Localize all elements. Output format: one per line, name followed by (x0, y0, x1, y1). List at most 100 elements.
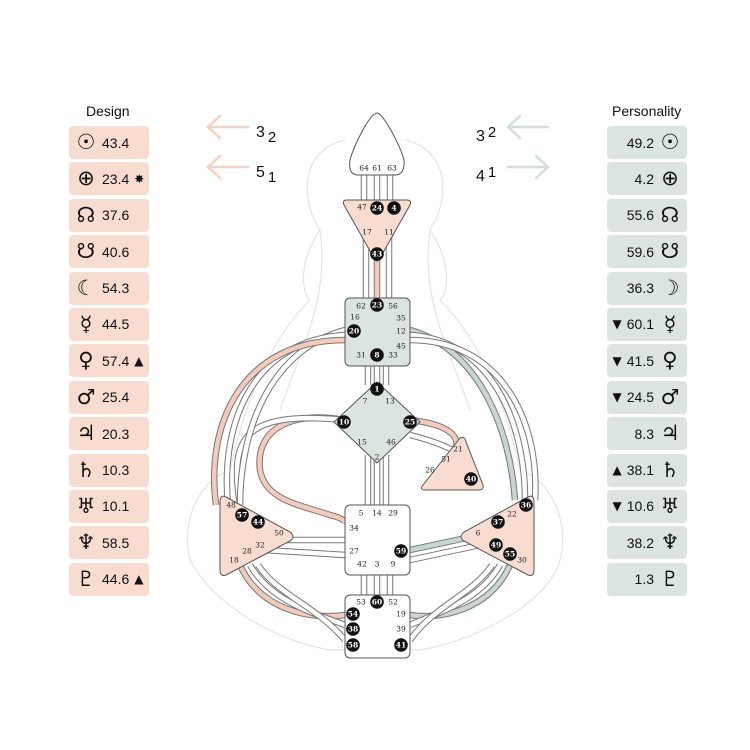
gate-label: 31 (356, 351, 366, 360)
gate-57: 57 (235, 508, 249, 522)
gate-label: 49 (491, 541, 501, 550)
throat-center (344, 297, 411, 367)
saturn-icon: ♄ (660, 457, 680, 482)
active-gate-marker (235, 508, 249, 522)
personality-value: 59.6 (626, 243, 654, 260)
gate-19: 19 (396, 610, 406, 619)
gate-label: 51 (441, 455, 451, 464)
personality-value: 49.2 (626, 134, 654, 151)
personality-value: 36.3 (626, 280, 654, 297)
head-center (349, 112, 405, 176)
gate-36: 36 (519, 498, 533, 512)
gate-label: 25 (405, 418, 415, 427)
gate-label: 34 (349, 524, 359, 533)
channel (409, 542, 481, 563)
design-row: ♇44.6▲ (69, 562, 149, 596)
gate-35: 35 (396, 314, 406, 323)
active-gate-marker (251, 515, 265, 529)
personality-row: 59.6 ☋ (607, 235, 687, 269)
gate-label: 20 (349, 327, 359, 336)
active-gate-marker (394, 638, 408, 652)
gate-51: 51 (441, 455, 451, 464)
gate-label: 50 (274, 529, 284, 538)
design-row: ☊37.6 (69, 198, 149, 232)
gate-8: 8 (370, 348, 384, 362)
design-value: 20.3 (102, 425, 130, 442)
personality-row: ▼60.1☿ (607, 307, 687, 341)
gate-label: 6 (476, 529, 481, 538)
personality-title: Personality (612, 103, 682, 119)
gate-43: 43 (370, 247, 384, 261)
gate-label: 28 (242, 547, 252, 556)
mars-icon: ♂ (660, 384, 680, 409)
gate-64: 64 (359, 164, 369, 173)
gate-label: 14 (372, 509, 382, 518)
gate-39: 39 (396, 625, 406, 634)
gate-label: 57 (237, 511, 247, 520)
mercury-icon: ☿ (663, 311, 677, 336)
neptune-icon: ♆ (660, 530, 680, 555)
design-status-mark: ▲ (134, 353, 144, 368)
gate-40: 40 (464, 472, 478, 486)
gate-55: 55 (503, 547, 517, 561)
south-node-icon: ☋ (76, 239, 96, 264)
gate-34: 34 (349, 524, 359, 533)
active-gate-marker (489, 538, 503, 552)
gate-label: 56 (388, 302, 398, 311)
channel (237, 564, 346, 619)
pluto-icon: ♇ (76, 566, 96, 591)
gate-label: 21 (453, 445, 463, 454)
gate-label: 43 (372, 250, 382, 259)
gate-56: 56 (388, 302, 398, 311)
gate-label: 53 (356, 598, 366, 607)
gate-label: 62 (356, 302, 366, 311)
design-bottom-arrow-icon (206, 154, 250, 180)
gate-label: 7 (363, 397, 368, 406)
active-gate-marker (370, 201, 384, 215)
gate-label: 5 (359, 509, 364, 518)
gate-59: 59 (394, 544, 408, 558)
personality-row: 55.6☊ (607, 198, 687, 232)
gate-label: 30 (517, 556, 527, 565)
gate-label: 61 (372, 164, 382, 173)
gate-13: 13 (385, 397, 395, 406)
gate-54: 54 (346, 607, 360, 621)
gate-label: 40 (466, 475, 476, 484)
south-node-icon: ☋ (660, 239, 680, 264)
personality-row: ▼24.5♂ (607, 380, 687, 414)
personality-top-arrow-icon (506, 114, 550, 140)
gate-label: 41 (396, 641, 406, 650)
gate-label: 39 (396, 625, 406, 634)
gate-27: 27 (349, 547, 359, 556)
gate-label: 58 (348, 641, 358, 650)
venus-icon: ♀ (662, 348, 678, 373)
north-node-icon: ☊ (660, 202, 680, 227)
design-row: ♆58.5 (69, 526, 149, 560)
neptune-icon: ♆ (76, 530, 96, 555)
pluto-icon: ♇ (660, 566, 680, 591)
personality-arrows (506, 114, 550, 180)
gate-31: 31 (356, 351, 366, 360)
active-gate-marker (503, 547, 517, 561)
gate-26: 26 (425, 466, 435, 475)
active-gate-marker (347, 324, 361, 338)
personality-row: 36.3☽ (607, 271, 687, 305)
design-row: ♃ 20.3 (69, 417, 149, 451)
gate-label: 32 (255, 541, 265, 550)
design-value: 10.3 (102, 462, 130, 479)
mars-icon: ♂ (76, 384, 96, 409)
channels (211, 175, 539, 643)
design-arrows (206, 114, 250, 180)
gate-label: 26 (425, 466, 435, 475)
gate-label: 37 (493, 518, 503, 527)
gate-33: 33 (388, 351, 398, 360)
gate-7: 7 (363, 397, 368, 406)
channel (409, 337, 538, 501)
gate-label: 33 (388, 351, 398, 360)
gate-label: 11 (384, 228, 394, 237)
jupiter-icon: ♃ (76, 421, 96, 446)
